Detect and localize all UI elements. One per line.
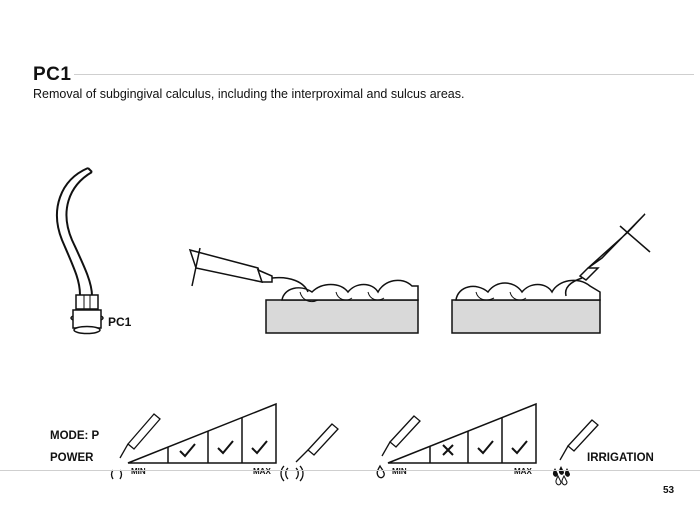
mode-label: MODE: P [50, 430, 100, 442]
power-max-label: MAX [253, 467, 271, 476]
power-level-1-check-icon [179, 443, 196, 458]
power-level-2-check-icon [217, 440, 234, 455]
irrigation-max-label: MAX [514, 467, 532, 476]
page-number: 53 [663, 485, 675, 496]
title-divider [74, 74, 694, 75]
power-level-3-check-icon [251, 440, 268, 455]
power-min-label: MIN [131, 467, 146, 476]
handpiece-icon [381, 415, 421, 457]
page-title: PC1 [33, 64, 72, 85]
irrigation-min-label: MIN [392, 467, 407, 476]
power-label: POWER [50, 452, 94, 464]
high-power-icon [280, 465, 304, 482]
handpiece-icon [119, 413, 161, 459]
footer-divider [0, 470, 700, 471]
page-subtitle: Removal of subgingival calculus, includi… [33, 87, 465, 101]
irrigation-level-1-cross-icon [442, 444, 454, 456]
high-irrigation-drops-icon [552, 466, 570, 486]
tip-label: PC1 [108, 315, 132, 329]
irrigation-label: IRRIGATION [587, 452, 654, 464]
handpiece-icon [295, 423, 339, 463]
handpiece-icon [559, 419, 599, 461]
irrigation-level-2-check-icon [477, 440, 494, 455]
low-irrigation-drop-icon [376, 464, 385, 479]
irrigation-level-3-check-icon [511, 440, 528, 455]
